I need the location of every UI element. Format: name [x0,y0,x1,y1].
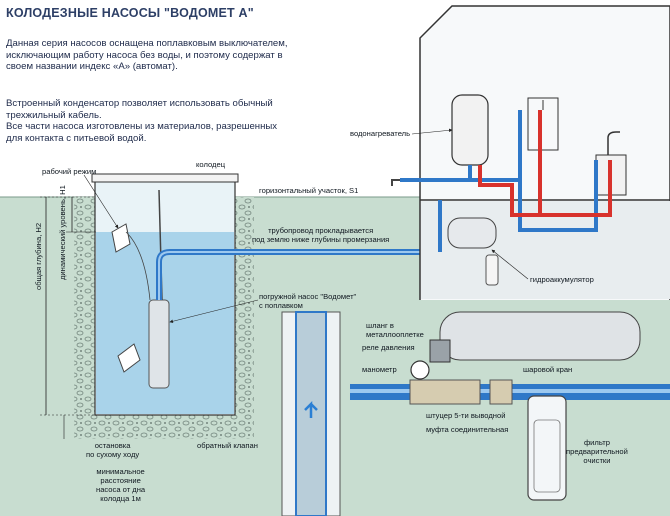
detail-filter-cartridge [533,419,561,493]
detail-five-way-fitting [409,379,481,405]
label-work-mode: рабочий режим [42,167,97,176]
description-line: Встроенный конденсатор позволяет использ… [6,98,273,109]
label-braided-hose: шланг в металлооплетке [366,321,424,339]
leader-accumulator [491,249,529,280]
label-pipeline-line: под землю ниже глубины промерзания [252,235,390,244]
label-pipeline: трубопровод прокладывается под землю ниж… [252,226,389,244]
label-pump-line: с поплавком [259,301,303,310]
description-line: трехжильный кабель. [6,109,102,121]
detail-pressure-switch [429,339,451,363]
label-dry-run-stop: остановка по сухому ходу [86,441,139,459]
description-line: исключающим работу насоса без воды, и по… [6,49,283,61]
label-water-heater: водонагреватель [350,129,411,138]
label-submersible-pump: погружной насос "Водомет" с поплавком [259,292,356,310]
label-pressure-switch: реле давления [362,343,415,352]
water-heater [451,94,489,166]
accumulator [447,217,497,249]
label-min-distance-line: колодца 1м [100,494,141,503]
description-line: для контакта с питьевой водой. [6,132,147,144]
float-cable-1 [125,231,151,301]
check-valve-arrow [304,400,318,418]
label-ball-valve: шаровой кран [523,365,573,374]
label-dry-run-line: по сухому ходу [86,450,140,459]
hot-line [478,110,612,217]
label-well: колодец [196,160,226,169]
faucet [607,131,620,155]
label-filter: фильтр предварительной очистки [566,438,628,465]
label-check-valve: обратный клапан [197,441,258,450]
description-line: своем названии индекс «А» (автомат). [6,61,178,72]
label-dynamic-level: динамический уровень, H1 [58,185,67,280]
description-paragraph-1: Данная серия насосов оснащена поплавковы… [6,38,336,73]
label-coupling: муфта соединительная [426,425,509,434]
basement-filter [485,254,499,286]
cold-line [400,110,598,252]
label-accumulator: гидроаккумулятор [530,275,594,284]
description-line: Все части насоса изготовлены из материал… [6,121,278,132]
description-paragraph-2: Встроенный конденсатор позволяет использ… [6,98,336,144]
label-five-way-fitting: штуцер 5-ти выводной [426,411,506,420]
label-filter-line: очистки [583,456,611,465]
label-hose-line: шланг в [366,321,394,330]
detail-accumulator [439,311,641,361]
leader-pump [169,299,259,324]
float-switch-dry [117,343,141,373]
description-line: Данная серия насосов оснащена поплавковы… [6,38,288,49]
page-title: КОЛОДЕЗНЫЕ НАСОСЫ "ВОДОМЕТ А" [6,6,254,20]
label-min-distance-line: минимальное [96,467,145,476]
yard-faucet [391,179,400,186]
label-min-distance: минимальное расстояние насоса от дна кол… [96,467,145,503]
leader-water-heater [411,128,453,135]
label-horizontal-section: горизонтальный участок, S1 [259,186,359,195]
label-filter-line: предварительной [566,447,628,456]
detail-manometer [410,360,430,380]
label-min-distance-line: насоса от дна [96,485,146,494]
label-min-distance-line: расстояние [100,476,141,485]
label-hose-line: металлооплетке [366,330,424,339]
label-pump-line: погружной насос "Водомет" [259,292,357,301]
label-dry-run-line: остановка [94,441,131,450]
label-manometer: манометр [362,365,397,374]
label-filter-line: фильтр [583,438,610,447]
label-pipeline-line: трубопровод прокладывается [268,226,374,235]
pump-body [148,299,170,389]
detail-ball-valve [489,379,513,405]
house-basement [421,201,670,299]
well-cover [91,173,239,183]
label-total-depth: общая глубина, H2 [34,222,43,290]
float-switch-work [111,223,131,253]
leader-work-mode [83,174,119,229]
shower [527,97,559,151]
detail-filter [527,395,567,501]
